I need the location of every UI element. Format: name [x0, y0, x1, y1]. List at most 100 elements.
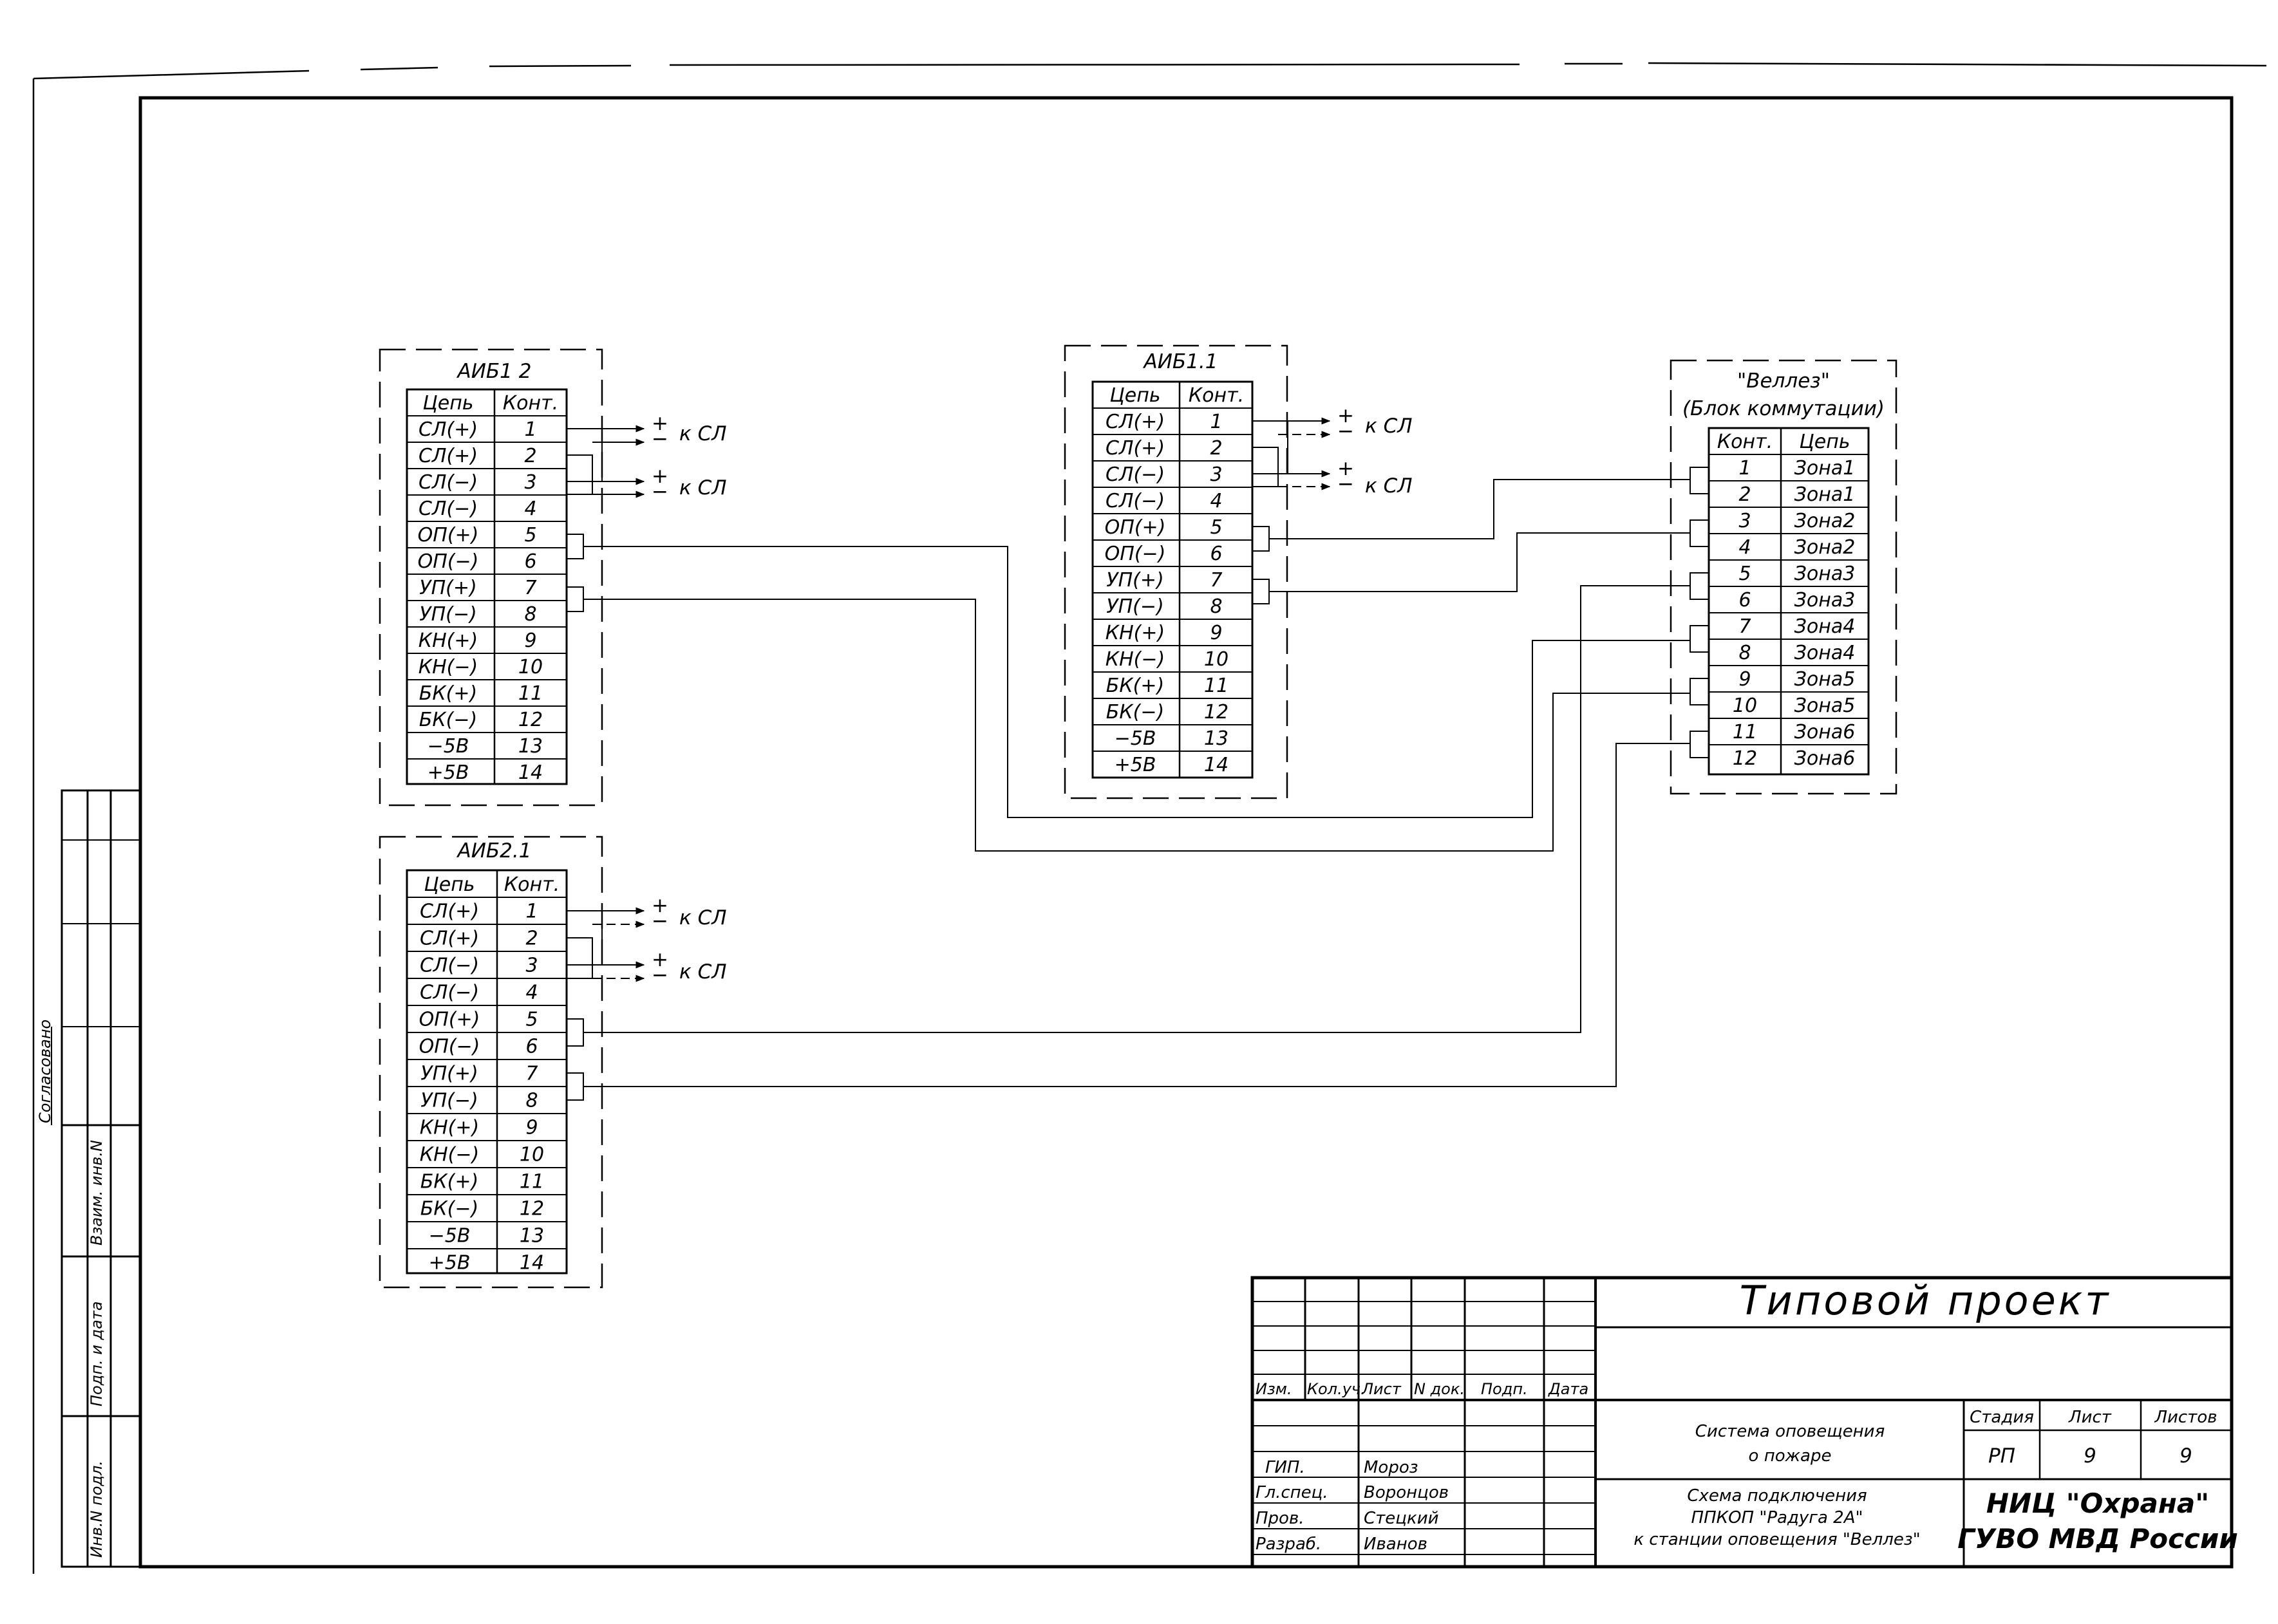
wire-aib11-op: [1269, 479, 1690, 539]
block-aib21: АИБ2.1 Цепь Конт.: [379, 835, 603, 1289]
table-row: УП(−)8: [419, 603, 536, 626]
table-row: БК(+)11: [1106, 675, 1228, 697]
role-checked: Пров.: [1256, 1509, 1304, 1528]
table-cell: 8: [524, 603, 536, 626]
table-cell: 10: [1733, 695, 1757, 717]
table-cell: Зона3: [1794, 589, 1856, 611]
table-cell: 2: [525, 928, 538, 950]
table-cell: 13: [1204, 727, 1228, 750]
wire-aib21-op: [583, 585, 1690, 1033]
table-cell: 4: [1738, 536, 1751, 559]
table-cell: 7: [525, 1063, 538, 1085]
table-cell: ОП(+): [418, 524, 479, 546]
stamp-agreed: Согласовано: [36, 1020, 54, 1123]
table-row: БК(−)12: [1106, 701, 1228, 723]
table-rows: СЛ(+)1СЛ(+)2СЛ(−)3СЛ(−)4ОП(+)5ОП(−)6УП(+…: [418, 411, 1856, 1274]
stamp-original: Инв.N подл.: [88, 1461, 106, 1558]
table-cell: 3: [525, 955, 538, 977]
sheets-value: 9: [2179, 1444, 2192, 1468]
org-line-1: НИЦ "Охрана": [1986, 1488, 2209, 1519]
block-velles-frame: [1670, 359, 1897, 795]
table-cell: 6: [1210, 543, 1222, 565]
table-cell: 7: [524, 577, 536, 599]
table-row: 3 Зона2: [1738, 510, 1855, 532]
block-aib11-frame: [1064, 344, 1288, 799]
table-cell: 1: [1210, 411, 1222, 433]
table-cell: 9: [524, 630, 536, 652]
table-cell: СЛ(+): [1106, 411, 1165, 433]
table-row: БК(−)12: [419, 709, 543, 731]
sl-plus-3: +: [1337, 404, 1354, 427]
sl-plus-5: +: [652, 894, 668, 917]
table-cell: КН(+): [419, 630, 478, 652]
sheet-border: [32, 62, 2267, 1574]
table-cell: КН(+): [420, 1117, 479, 1139]
drawing-line-3: к станции оповещения "Веллез": [1633, 1530, 1920, 1549]
wire-aib21-up: [583, 743, 1690, 1087]
table-row: УП(+)7: [1106, 569, 1222, 592]
table-cell: −5В: [428, 735, 469, 758]
table-cell: 1: [524, 418, 536, 441]
table-cell: 3: [1738, 510, 1751, 532]
block-aib12: АИБ1 2 Цепь Конт.: [379, 348, 603, 807]
table-cell: 9: [525, 1117, 538, 1139]
block-velles-header-circuit: Цепь: [1799, 431, 1850, 453]
table-cell: КН(−): [1106, 648, 1165, 671]
table-cell: 12: [520, 1198, 544, 1220]
block-aib12-frame: [379, 348, 603, 807]
table-cell: 13: [520, 1225, 544, 1247]
table-row: ОП(−)6: [419, 1036, 538, 1058]
table-row: ОП(+)5: [1105, 516, 1223, 539]
block-aib12-header-contact: Конт.: [503, 392, 558, 415]
table-cell: ОП(+): [419, 1009, 480, 1031]
title-block-text: Типовой проект Изм. Кол.уч. Лист N док. …: [1256, 1277, 2238, 1554]
table-cell: СЛ(−): [420, 982, 479, 1004]
table-cell: Зона3: [1794, 563, 1856, 585]
table-cell: +5В: [1115, 754, 1156, 776]
table-cell: 4: [1210, 490, 1222, 512]
table-cell: СЛ(−): [419, 471, 478, 494]
table-row: −5В 13: [429, 1225, 545, 1247]
table-cell: КН(−): [420, 1144, 479, 1166]
table-cell: СЛ(−): [419, 498, 478, 520]
table-row: КН(−)10: [1106, 648, 1228, 671]
table-cell: СЛ(+): [419, 445, 478, 467]
sl-plus-2: +: [652, 465, 668, 488]
sl-label-6: к СЛ: [679, 960, 727, 984]
table-row: СЛ(+)2: [419, 445, 537, 467]
block-aib12-header-circuit: Цепь: [422, 392, 473, 415]
sl-minus-5: −: [652, 910, 668, 933]
table-cell: КН(+): [1106, 622, 1165, 644]
table-cell: 2: [1738, 483, 1751, 506]
table-cell: КН(−): [419, 656, 478, 678]
org-line-2: ГУВО МВД России: [1957, 1523, 2238, 1554]
table-cell: Зона2: [1794, 510, 1856, 532]
col-header-qty: Кол.уч.: [1307, 1380, 1366, 1398]
sl-label-2: к СЛ: [679, 476, 727, 499]
table-cell: 6: [1738, 589, 1751, 611]
sl-minus-6: −: [652, 964, 668, 987]
table-row: ОП(+) 5: [418, 524, 537, 546]
table-cell: 11: [520, 1171, 544, 1193]
sl-plus-4: +: [1337, 457, 1354, 480]
wire-aib11-up: [1269, 532, 1690, 592]
table-row: КН(−)10: [420, 1144, 544, 1166]
table-row: СЛ(+)2: [420, 928, 538, 950]
table-cell: УП(−): [1106, 595, 1163, 618]
table-cell: −5В: [429, 1225, 471, 1247]
table-cell: 2: [1210, 437, 1222, 460]
table-cell: 3: [1210, 463, 1222, 486]
table-cell: 6: [524, 550, 536, 573]
title-block: [1250, 1276, 2234, 1569]
table-cell: 14: [518, 761, 543, 784]
block-velles-header-contact: Конт.: [1717, 431, 1773, 453]
table-cell: СЛ(−): [1106, 463, 1165, 486]
table-cell: 5: [524, 524, 536, 546]
